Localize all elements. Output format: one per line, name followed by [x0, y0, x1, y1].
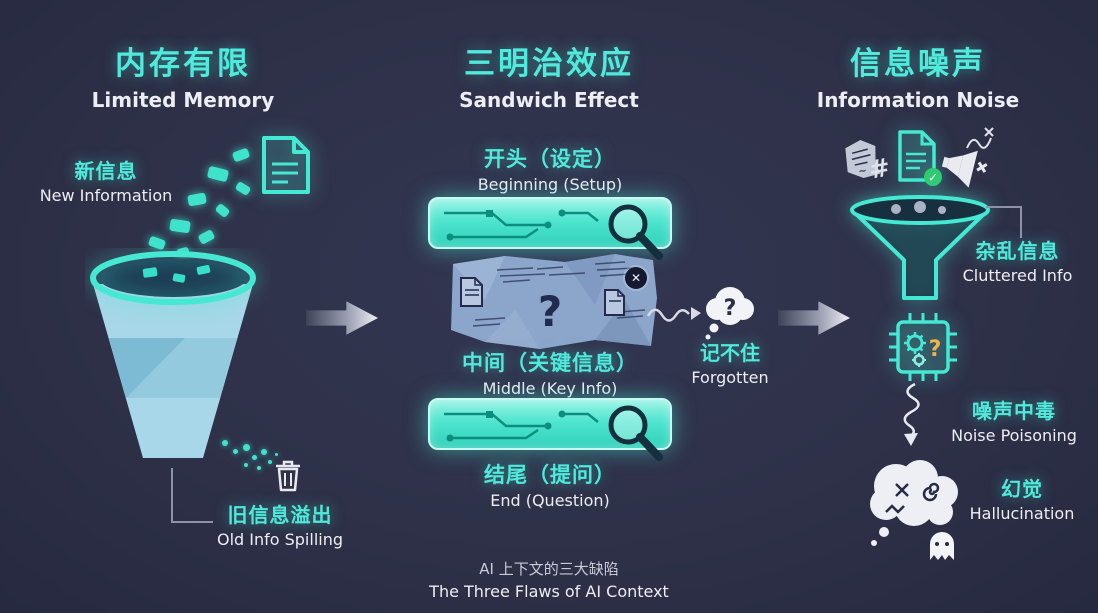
column2-title-zh: 三明治效应: [464, 46, 634, 82]
spill-label: 旧信息溢出 Old Info Spilling: [205, 502, 355, 551]
forgotten-label-zh: 记不住: [700, 341, 760, 365]
info-chip: [234, 180, 252, 197]
noise-label-en: Noise Poisoning: [951, 426, 1077, 445]
hallucination-label-zh: 幻觉: [1001, 477, 1043, 501]
ghost-icon: [930, 532, 954, 560]
spill-connector-vertical: [171, 468, 173, 522]
hallucination-label-en: Hallucination: [969, 504, 1075, 523]
noise-label: 噪声中毒 Noise Poisoning: [944, 398, 1084, 447]
column3-header: 信息噪声 Information Noise: [763, 44, 1073, 113]
column3-title-zh: 信息噪声: [850, 46, 986, 82]
new-info-label: 新信息 New Information: [26, 158, 186, 207]
new-info-label-en: New Information: [39, 186, 173, 205]
info-chip: [169, 218, 191, 234]
info-chip: [187, 192, 207, 207]
footer-title-en: The Three Flaws of AI Context: [429, 581, 669, 601]
crumpled-paper-icon: ?: [451, 254, 657, 349]
spill-label-zh: 旧信息溢出: [227, 503, 333, 527]
end-label-en: End (Question): [490, 491, 610, 511]
spill-dot: [233, 449, 238, 454]
footer: AI 上下文的三大缺陷 The Three Flaws of AI Contex…: [384, 560, 714, 602]
column1-header: 内存有限 Limited Memory: [28, 44, 338, 113]
beginning-circuit-bar: [428, 197, 672, 260]
processor-chip-icon: ?: [889, 313, 957, 381]
new-info-label-zh: 新信息: [74, 159, 138, 183]
column2-title-en: Sandwich Effect: [459, 88, 639, 113]
paper-question-mark: ?: [538, 287, 562, 336]
end-label: 结尾（提问） End (Question): [430, 462, 670, 512]
spill-dot: [222, 440, 228, 446]
gear-icon: [904, 332, 926, 354]
beginning-label-zh: 开头（设定）: [484, 147, 616, 171]
middle-label-zh: 中间（关键信息）: [462, 351, 638, 375]
spill-dot: [275, 453, 278, 456]
cluttered-connector-vertical: [1020, 206, 1022, 238]
circuit-magnifier-icon: [444, 204, 663, 260]
thought-bubble-icon: ?: [705, 287, 754, 340]
end-label-zh: 结尾（提问）: [484, 463, 616, 487]
paper-doc-icon: [460, 277, 483, 307]
spill-dot: [252, 455, 257, 460]
info-chip: [214, 202, 231, 219]
spill-dot: [243, 444, 250, 451]
scribble-doodle-icon: [966, 127, 994, 149]
cluttered-connector-horizontal: [986, 206, 1022, 208]
info-chip: [231, 147, 251, 163]
muted-megaphone-icon: [941, 150, 988, 188]
squiggle-down-arrow-icon: [903, 382, 920, 446]
hash-icon: #: [867, 152, 893, 184]
flow-arrow-1: [306, 301, 378, 335]
flow-arrow-2: [778, 301, 850, 335]
middle-label-en: Middle (Key Info): [482, 379, 618, 399]
cluttered-label: 杂乱信息 Cluttered Info: [950, 238, 1085, 287]
column1-title-zh: 内存有限: [115, 46, 251, 82]
column3-title-en: Information Noise: [816, 88, 1020, 113]
spill-dot: [261, 449, 267, 455]
svg-text:~: ~: [858, 165, 868, 177]
spill-label-en: Old Info Spilling: [216, 530, 344, 549]
close-icon: ✕: [625, 267, 647, 289]
hash-glyph: #: [866, 152, 893, 185]
document-icon: [262, 136, 310, 194]
cluttered-label-zh: 杂乱信息: [975, 239, 1060, 263]
forgotten-label: 记不住 Forgotten: [680, 340, 780, 389]
info-chip: [206, 165, 230, 183]
info-chip: [197, 229, 216, 245]
paper-doc-icon: [604, 289, 625, 316]
spill-dot: [244, 463, 248, 467]
trash-icon: [276, 460, 300, 492]
spill-connector-horizontal: [171, 521, 213, 523]
column2-header: 三明治效应 Sandwich Effect: [394, 44, 704, 113]
middle-label: 中间（关键信息） Middle (Key Info): [420, 350, 680, 400]
spill-dot: [257, 466, 261, 470]
bubble-question-mark: ?: [724, 296, 737, 321]
gear-small-icon: [912, 353, 926, 367]
spill-dot: [268, 460, 272, 464]
cluttered-label-en: Cluttered Info: [962, 266, 1073, 285]
memory-cup-icon: [90, 251, 256, 458]
hallucination-label: 幻觉 Hallucination: [952, 476, 1092, 525]
beginning-label: 开头（设定） Beginning (Setup): [430, 146, 670, 196]
beginning-label-en: Beginning (Setup): [477, 175, 623, 195]
hallucination-cloud-icon: [870, 460, 958, 560]
close-icon-glyph: ✕: [630, 271, 642, 285]
check-glyph: ✓: [928, 171, 938, 185]
column1-title-en: Limited Memory: [91, 88, 275, 113]
footer-title-zh: AI 上下文的三大缺陷: [479, 560, 619, 578]
crumpled-note-icon: ~: [845, 140, 881, 178]
checked-document-icon: ✓: [898, 130, 942, 186]
funnel-icon: [850, 195, 990, 300]
forgotten-label-en: Forgotten: [691, 368, 769, 387]
circuit-magnifier-icon: [444, 405, 663, 461]
chip-question-mark: ?: [929, 337, 942, 362]
squiggle-arrow-icon: [646, 307, 701, 322]
noise-label-zh: 噪声中毒: [972, 399, 1056, 423]
end-circuit-bar: [428, 398, 672, 461]
